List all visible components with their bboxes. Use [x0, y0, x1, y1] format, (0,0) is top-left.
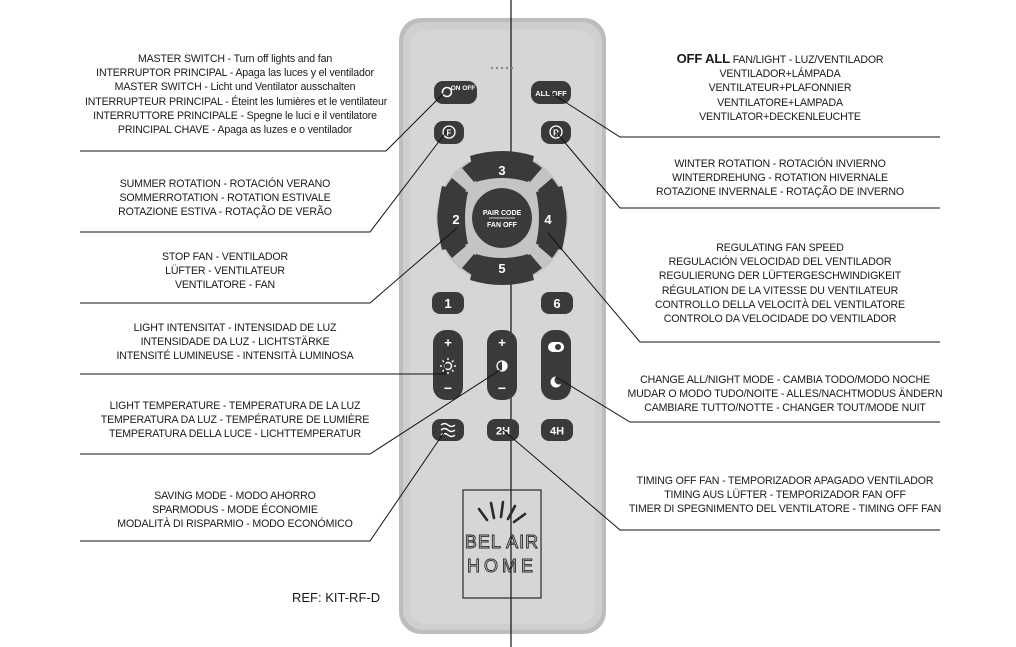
brand-line-2: HOME [467, 556, 537, 576]
speed-6-label: 6 [553, 296, 560, 311]
brand-line-1: BEL AIR [465, 532, 539, 552]
light-temperature-label: LIGHT TEMPERATURE - TEMPERATURA DE LA LU… [85, 399, 385, 442]
timing-off-label: TIMING OFF FAN - TEMPORIZADOR APAGADO VE… [625, 474, 945, 517]
light-temperature-rocker[interactable]: + − [487, 330, 517, 400]
light-intensity-label: LIGHT INTENSITAT - INTENSIDAD DE LUZ INT… [85, 321, 385, 364]
timer-2h-label: 2H [496, 426, 510, 438]
speed-dpad: PAIR CODE FAN OFF 3 2 4 5 [436, 151, 568, 285]
fan-off-label: FAN OFF [487, 222, 518, 229]
temperature-plus: + [498, 335, 506, 350]
master-switch-label: MASTER SWITCH - Turn off lights and fan … [85, 52, 385, 137]
light-intensity-rocker[interactable]: + − [433, 330, 463, 400]
night-mode-label: CHANGE ALL/NIGHT MODE - CAMBIA TODO/MODO… [625, 373, 945, 416]
saving-mode-label: SAVING MODE - MODO AHORRO SPARMODUS - MO… [85, 489, 385, 532]
speed-5-label: 5 [498, 261, 505, 276]
speed-2-label: 2 [452, 212, 459, 227]
on-off-button[interactable]: ON OFF [434, 81, 477, 104]
summer-rotation-label: SUMMER ROTATION - ROTACIÓN VERANO SOMMER… [85, 177, 365, 220]
timer-4h-label: 4H [550, 426, 564, 438]
on-off-label: ON OFF [451, 85, 476, 92]
night-mode-rocker[interactable] [541, 330, 571, 400]
f-label: F [447, 129, 452, 138]
saving-mode-button[interactable] [432, 419, 464, 441]
speed-4-label: 4 [544, 212, 552, 227]
speed-1-button[interactable]: 1 [432, 292, 464, 314]
r-label: R [553, 129, 559, 138]
winter-rotation-label: WINTER ROTATION - ROTACIÓN INVIERNO WINT… [640, 157, 920, 200]
pair-code-label: PAIR CODE [483, 210, 522, 217]
intensity-plus: + [444, 335, 452, 350]
speed-6-button[interactable]: 6 [541, 292, 573, 314]
off-all-title: OFF ALL [677, 51, 730, 66]
speed-1-label: 1 [444, 296, 451, 311]
stop-fan-label: STOP FAN - VENTILADOR LÜFTER - VENTILATE… [85, 250, 365, 293]
speed-3-label: 3 [498, 163, 505, 178]
fan-speed-label: REGULATING FAN SPEED REGULACIÓN VELOCIDA… [630, 241, 930, 326]
temperature-minus: − [498, 380, 506, 396]
all-mode-icon [548, 342, 564, 352]
timer-4h-button[interactable]: 4H [541, 419, 573, 441]
summer-rotation-button[interactable]: F [434, 121, 464, 144]
all-off-button[interactable]: ALL OFF [531, 81, 571, 104]
intensity-minus: − [444, 380, 452, 396]
off-all-label: OFF ALL FAN/LIGHT - LUZ/VENTILADOR VENTI… [640, 52, 920, 124]
reference-code: REF: KIT-RF-D [292, 590, 380, 605]
